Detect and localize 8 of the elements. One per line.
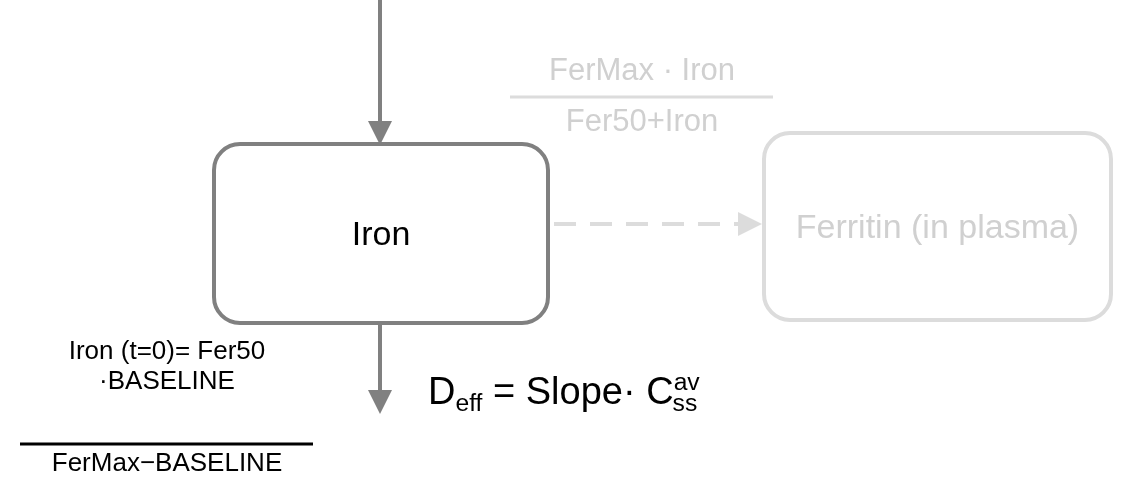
box-label: Iron [351,213,411,255]
arrow [554,212,762,236]
formula-text: Iron (t=0)= Fer50 ·BASELINE [67,336,267,396]
arrow [368,325,392,414]
process-box [212,142,550,325]
formula-text: FerMax−BASELINE [51,448,283,478]
arrow [368,0,392,145]
process-box [762,131,1113,322]
